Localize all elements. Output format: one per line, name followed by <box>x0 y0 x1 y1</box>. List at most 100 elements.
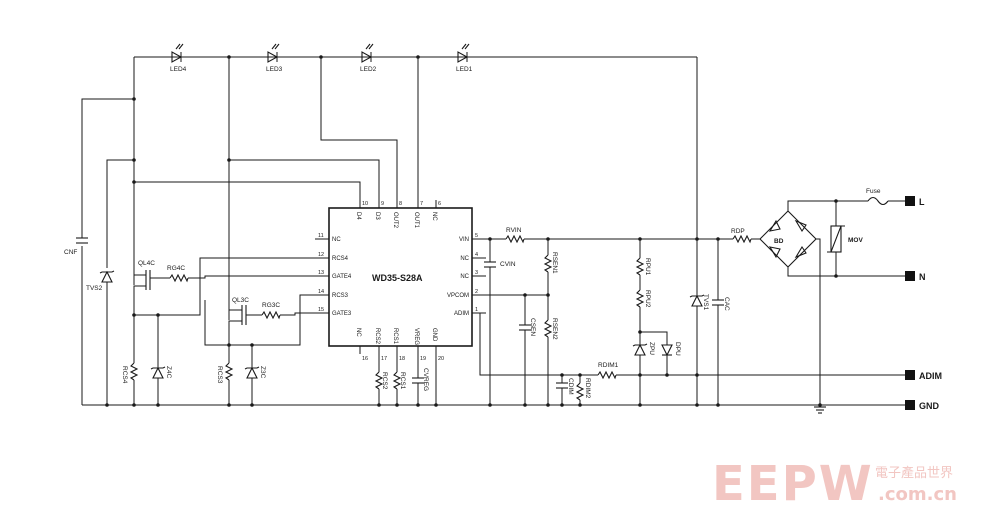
cdim-label: CDIM <box>567 378 574 395</box>
pin14-name: RCS3 <box>332 293 349 299</box>
mov-label: MOV <box>848 237 863 244</box>
rcs4-label: RCS4 <box>121 366 128 384</box>
pin7-num: 7 <box>420 201 423 207</box>
ic-right-pins: 5 4 3 2 1 VIN NC NC VPCOM ADIM <box>447 233 486 317</box>
cnf-label: CNF <box>64 249 77 256</box>
rsen2-label: RSEN2 <box>551 318 558 340</box>
ac-input: Fuse L N MOV <box>787 188 926 414</box>
rg3c-label: RG3C <box>262 302 280 309</box>
terminal-gnd-label: GND <box>919 401 940 411</box>
terminal-n-label: N <box>919 272 926 282</box>
pin20-num: 20 <box>438 356 444 362</box>
pin18-num: 18 <box>399 356 405 362</box>
watermark-url: .com.cn <box>878 484 957 505</box>
pin10-num: 10 <box>362 201 368 207</box>
watermark-cn: 電子產品世界 <box>875 465 953 481</box>
cvreg-label: CVREG <box>422 368 429 391</box>
rvin-label: RVIN <box>506 227 522 234</box>
ic-name: WD35-S28A <box>372 273 423 283</box>
terminal-adim <box>905 370 915 380</box>
bottom-components: RCS2 RCS1 CVREG <box>374 354 437 405</box>
pin4-name: NC <box>460 256 469 262</box>
ql3c-label: QL3C <box>232 297 249 304</box>
ic-bottom-pins: 16 17 18 19 20 NC RCS2 RCS1 VREG GND <box>355 328 444 362</box>
pin18-name: RCS1 <box>392 328 398 345</box>
zpu-label: ZPU <box>648 342 655 355</box>
ql3c-driver: QL3C RG3C RCS3 Z3C <box>204 294 315 405</box>
tvs2-diode: TVS2 <box>86 270 115 292</box>
pin1-name: ADIM <box>454 311 469 317</box>
pin17-name: RCS2 <box>374 328 380 345</box>
ql4c-label: QL4C <box>138 260 155 267</box>
bd-label: BD <box>774 238 784 245</box>
pin19-num: 19 <box>420 356 426 362</box>
pin5-num: 5 <box>475 233 478 239</box>
pin19-name: VREG <box>413 328 419 345</box>
pin11-num: 11 <box>318 233 324 239</box>
fuse-label: Fuse <box>866 188 881 195</box>
cac-label: CAC <box>723 297 730 311</box>
tvs2-label: TVS2 <box>86 285 103 292</box>
tvs1-label: TVS1 <box>702 294 709 311</box>
ground-bus <box>82 373 905 407</box>
pin12-name: RCS4 <box>332 256 349 262</box>
pin14-num: 14 <box>318 289 324 295</box>
pin5-name: VIN <box>459 237 469 243</box>
led-string: LED4 LED3 LED2 LED1 <box>134 43 697 73</box>
led3: LED3 <box>266 43 283 73</box>
z3c-label: Z3C <box>259 366 266 379</box>
pin12-num: 12 <box>318 252 324 258</box>
rg4c-label: RG4C <box>167 265 185 272</box>
pin6-name: NC <box>431 212 437 221</box>
led3-label: LED3 <box>266 66 283 73</box>
terminal-l <box>905 196 915 206</box>
pin10-name: D4 <box>355 212 361 220</box>
pin20-name: GND <box>431 328 437 342</box>
led1: LED1 <box>456 43 473 73</box>
rpu2-label: RPU2 <box>644 290 651 308</box>
pin3-num: 3 <box>475 270 478 276</box>
vin-network: RVIN CVIN RSEN1 CSEN RSEN2 <box>479 227 905 405</box>
rcs3-label: RCS3 <box>216 366 223 384</box>
terminal-gnd <box>905 400 915 410</box>
dpu-label: DPU <box>674 342 681 356</box>
pin1-num: 1 <box>475 307 478 313</box>
pin17-num: 17 <box>381 356 387 362</box>
ql4c-driver: QL4C RG4C RCS4 Z4C <box>121 257 315 405</box>
led4: LED4 <box>170 43 187 73</box>
ic-wd35-s28a: WD35-S28A 10 9 8 7 6 D4 D3 OUT2 OUT1 NC <box>315 200 486 362</box>
pin11-name: NC <box>332 237 341 243</box>
rcs2-label: RCS2 <box>381 372 388 390</box>
pin8-name: OUT2 <box>392 212 398 229</box>
csen-label: CSEN <box>529 318 536 336</box>
led-node-wires <box>81 57 698 405</box>
pin15-name: GATE3 <box>332 311 352 317</box>
rcs1-label: RCS1 <box>399 372 406 390</box>
led1-label: LED1 <box>456 66 473 73</box>
pin8-num: 8 <box>399 201 402 207</box>
pin15-num: 15 <box>318 307 324 313</box>
rdim2-label: RDIM2 <box>584 378 591 399</box>
pin16-name: NC <box>355 328 361 337</box>
led2: LED2 <box>360 43 377 73</box>
terminal-n <box>905 271 915 281</box>
led2-label: LED2 <box>360 66 377 73</box>
rsen1-label: RSEN1 <box>551 252 558 274</box>
pin2-num: 2 <box>475 289 478 295</box>
led4-label: LED4 <box>170 66 187 73</box>
rdp-label: RDP <box>731 228 745 235</box>
pin9-num: 9 <box>381 201 384 207</box>
pin9-name: D3 <box>374 212 380 220</box>
ic-left-pins: 11 12 13 14 15 NC RCS4 GATE4 RCS3 GATE3 <box>315 233 352 317</box>
rdim1-label: RDIM1 <box>598 362 619 369</box>
terminal-adim-label: ADIM <box>919 371 942 381</box>
pin6-num: 6 <box>438 201 441 207</box>
eepw-watermark: EEPW 電子產品世界 .com.cn <box>712 456 957 512</box>
rpu1-label: RPU1 <box>644 258 651 276</box>
pin13-num: 13 <box>318 270 324 276</box>
pin2-name: VPCOM <box>447 293 469 299</box>
output-terminals: ADIM GND <box>905 370 942 411</box>
watermark-brand: EEPW <box>712 456 874 512</box>
pin7-name: OUT1 <box>413 212 419 229</box>
